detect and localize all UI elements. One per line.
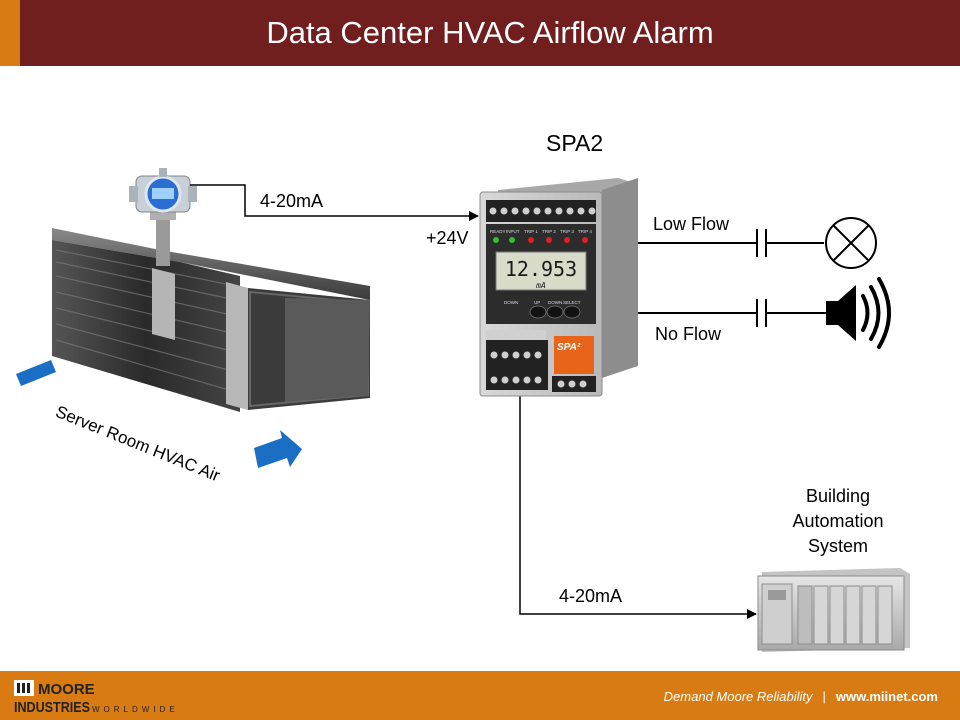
- led-label-trip4: TRIP 4: [578, 229, 592, 234]
- spa2-device-image: [479, 178, 638, 397]
- button-label-1: DOWN: [504, 300, 518, 305]
- footer-text: Demand Moore Reliability | www.miinet.com: [664, 689, 938, 704]
- device-label: SPA2: [546, 130, 604, 156]
- no-flow-contact: [637, 299, 826, 327]
- logo-line2: INDUSTRIES: [14, 699, 90, 716]
- air-duct: [52, 228, 370, 412]
- logo-line3: WORLDWIDE: [92, 705, 179, 714]
- horn-icon: [826, 277, 891, 349]
- output-wire: [519, 396, 757, 619]
- low-flow-label: Low Flow: [653, 214, 730, 234]
- device-display-unit: mA: [535, 281, 546, 290]
- title-bar: [0, 0, 960, 66]
- led-label-trip3: TRIP 3: [560, 229, 574, 234]
- air-outlet-arrow: [254, 430, 302, 468]
- led-label-ready: READY: [490, 229, 506, 234]
- input-wire: [190, 184, 479, 221]
- footer-bar: [0, 671, 960, 720]
- supply-voltage-label: +24V: [426, 228, 469, 248]
- led-label-input: INPUT: [506, 229, 520, 234]
- footer-url[interactable]: www.miinet.com: [835, 689, 938, 704]
- button-label-3: DOWN: [548, 300, 562, 305]
- footer-tagline: Demand Moore Reliability: [663, 689, 813, 704]
- title-bar-accent: [0, 0, 20, 66]
- company-logo: MOORE INDUSTRIES WORLDWIDE: [14, 680, 179, 716]
- slide-title: Data Center HVAC Airflow Alarm: [266, 15, 714, 50]
- led-label-trip2: TRIP 2: [542, 229, 556, 234]
- flow-transmitter-image: [129, 168, 197, 266]
- footer-separator: |: [822, 689, 826, 704]
- plc-image: [757, 568, 910, 652]
- device-display-value: 12.953: [505, 257, 577, 281]
- no-flow-label: No Flow: [655, 324, 722, 344]
- wiring-diagram: READY INPUT TRIP 1 TRIP 2 TRIP 3 TRIP 4 …: [16, 168, 910, 652]
- button-label-4: SELECT: [563, 300, 581, 305]
- device-badge: SPA²: [557, 342, 581, 353]
- input-signal-label: 4-20mA: [260, 191, 324, 211]
- led-label-trip1: TRIP 1: [524, 229, 538, 234]
- output-signal-label: 4-20mA: [559, 586, 623, 606]
- bas-label: Building Automation System: [792, 486, 884, 556]
- low-flow-contact: [637, 229, 824, 257]
- air-inlet-arrow: [16, 360, 56, 386]
- button-label-2: UP: [534, 300, 540, 305]
- lamp-icon: [825, 217, 877, 269]
- logo-line1: MOORE: [38, 681, 95, 698]
